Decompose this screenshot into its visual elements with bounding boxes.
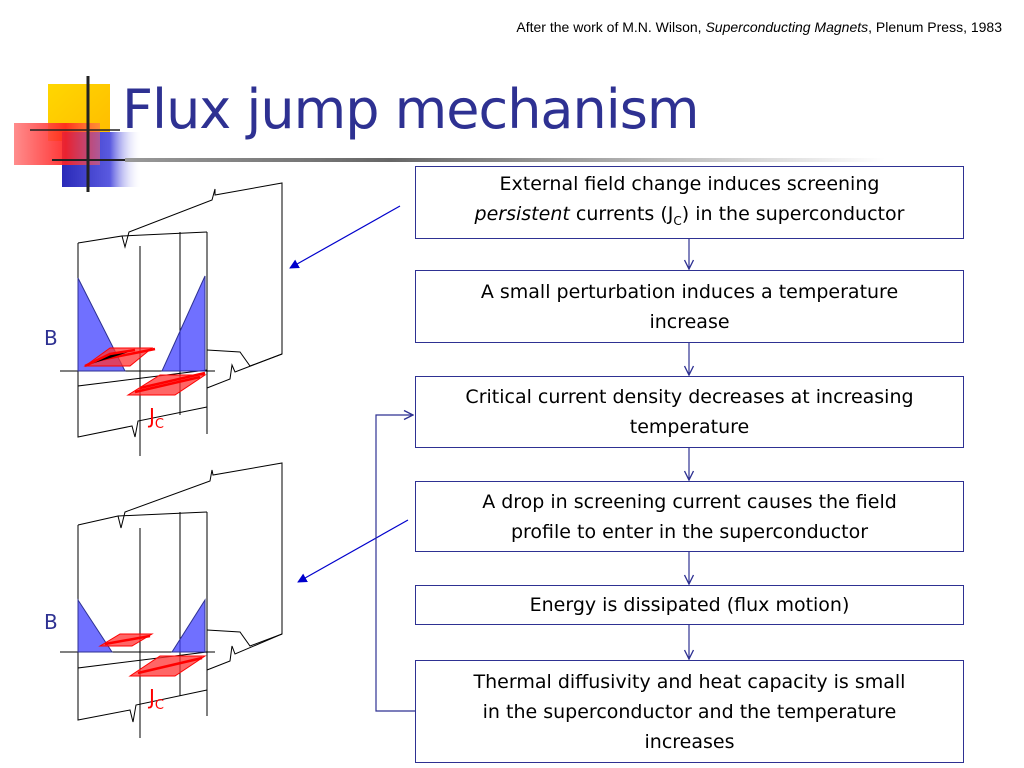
step-critical-density: Critical current density decreases at in… [415, 376, 964, 448]
pointer-arrow-top [289, 205, 401, 269]
step-thermal-diffusivity: Thermal diffusivity and heat capacity is… [415, 660, 964, 763]
step-energy-dissipated: Energy is dissipated (flux motion) [415, 585, 964, 625]
feedback-loop-arrow [375, 415, 415, 712]
label-b-top: B [44, 326, 58, 350]
current-arrows-bottom [98, 633, 207, 677]
citation: After the work of M.N. Wilson, Supercond… [516, 19, 1002, 35]
slide-title: Flux jump mechanism [122, 78, 699, 141]
field-profile-bottom [77, 598, 206, 653]
step-screening-drop: A drop in screening current causes the f… [415, 481, 964, 552]
current-arrows-top [83, 347, 207, 396]
label-b-bottom: B [44, 610, 58, 634]
label-jc-top: JC [149, 404, 164, 432]
conductor-block-bottom [60, 462, 283, 738]
citation-book-title: Superconducting Magnets [705, 19, 869, 35]
title-underline [125, 158, 885, 162]
step-perturbation: A small perturbation induces a temperatu… [415, 270, 964, 343]
pointer-arrow-bottom [297, 519, 409, 583]
label-jc-bottom: JC [149, 685, 164, 713]
step-screening-currents: External field change induces screening … [415, 166, 964, 239]
